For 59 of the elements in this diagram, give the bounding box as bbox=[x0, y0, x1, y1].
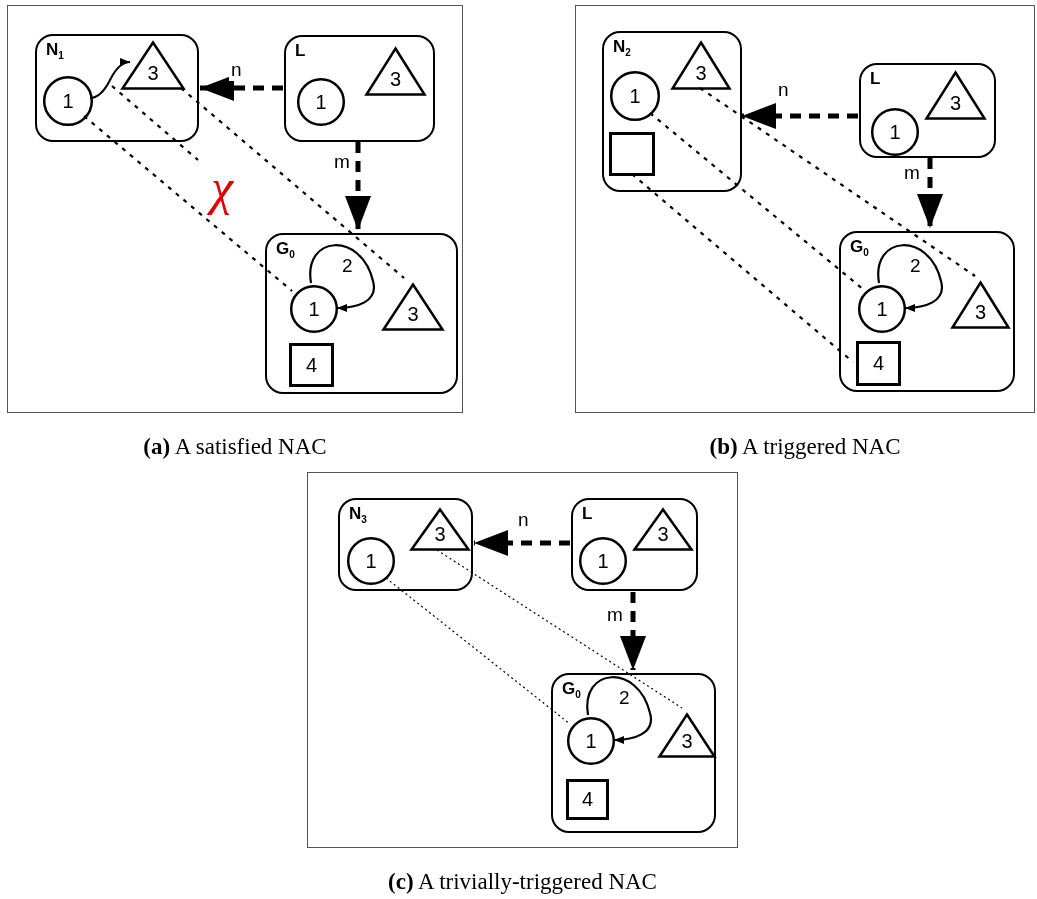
graph-label: N$_{1}$ bbox=[46, 40, 64, 62]
arrow bbox=[474, 530, 570, 556]
square-node: 4 bbox=[289, 343, 334, 387]
circle-node: 1 bbox=[858, 285, 906, 333]
arrow bbox=[620, 592, 646, 670]
panel-caption: (a) A satisfied NAC bbox=[143, 434, 327, 460]
graph-label: G$_{0}$ bbox=[276, 239, 295, 261]
graph-box bbox=[265, 233, 458, 394]
mapping-line bbox=[111, 85, 199, 161]
panel-caption: (c) A trivially-triggered NAC bbox=[388, 869, 657, 895]
graph-label: L bbox=[870, 69, 881, 89]
graph-label: N$_{2}$ bbox=[613, 37, 631, 59]
graph-label: G$_{0}$ bbox=[562, 679, 581, 701]
graph-box bbox=[839, 231, 1015, 392]
triangle-node: 3 bbox=[121, 41, 185, 90]
triangle-node: 3 bbox=[925, 71, 986, 120]
graph-label: L bbox=[295, 41, 306, 61]
mapping-line bbox=[83, 115, 293, 292]
graph-box bbox=[35, 34, 199, 142]
graph-label: L bbox=[582, 504, 593, 524]
graph-box bbox=[338, 498, 473, 591]
mapping-line bbox=[699, 87, 976, 277]
circle-node: 1 bbox=[610, 71, 660, 121]
graph-box bbox=[859, 63, 996, 158]
square-node bbox=[609, 132, 655, 176]
graph-box bbox=[571, 498, 698, 591]
mapping-line bbox=[385, 577, 571, 725]
arrow bbox=[742, 103, 858, 129]
triangle-node: 3 bbox=[365, 47, 426, 96]
triangle-node: 3 bbox=[410, 508, 470, 551]
graph-box bbox=[551, 673, 716, 833]
square-node: 4 bbox=[566, 779, 609, 820]
self-loop-arrow bbox=[877, 244, 943, 312]
self-loop-arrow bbox=[586, 676, 652, 744]
triangle-node: 3 bbox=[633, 508, 693, 551]
circle-node: 1 bbox=[871, 108, 919, 156]
mapping-line bbox=[631, 173, 854, 363]
circle-node: 1 bbox=[347, 537, 395, 585]
circle-node: 1 bbox=[567, 717, 615, 765]
triangle-node: 3 bbox=[951, 281, 1010, 329]
triangle-node: 3 bbox=[671, 41, 731, 90]
mapping-line bbox=[180, 87, 405, 279]
graph-label: G$_{0}$ bbox=[850, 237, 869, 259]
circle-node: 1 bbox=[290, 285, 338, 333]
circle-node: 1 bbox=[43, 76, 93, 126]
square-node: 4 bbox=[856, 341, 901, 386]
panel-caption: (b) A triggered NAC bbox=[709, 434, 901, 460]
circle-node: 1 bbox=[579, 537, 627, 585]
graph-label: N$_{3}$ bbox=[349, 504, 367, 526]
arrow bbox=[917, 158, 943, 228]
arrow bbox=[200, 75, 283, 101]
chi-symbol: χ bbox=[197, 161, 247, 213]
graph-box bbox=[284, 35, 435, 142]
circle-node: 1 bbox=[297, 78, 345, 126]
self-loop-arrow bbox=[309, 244, 375, 312]
arrow bbox=[345, 142, 371, 230]
triangle-node: 3 bbox=[658, 713, 716, 758]
graph-box bbox=[602, 31, 742, 192]
triangle-node: 3 bbox=[382, 283, 444, 331]
